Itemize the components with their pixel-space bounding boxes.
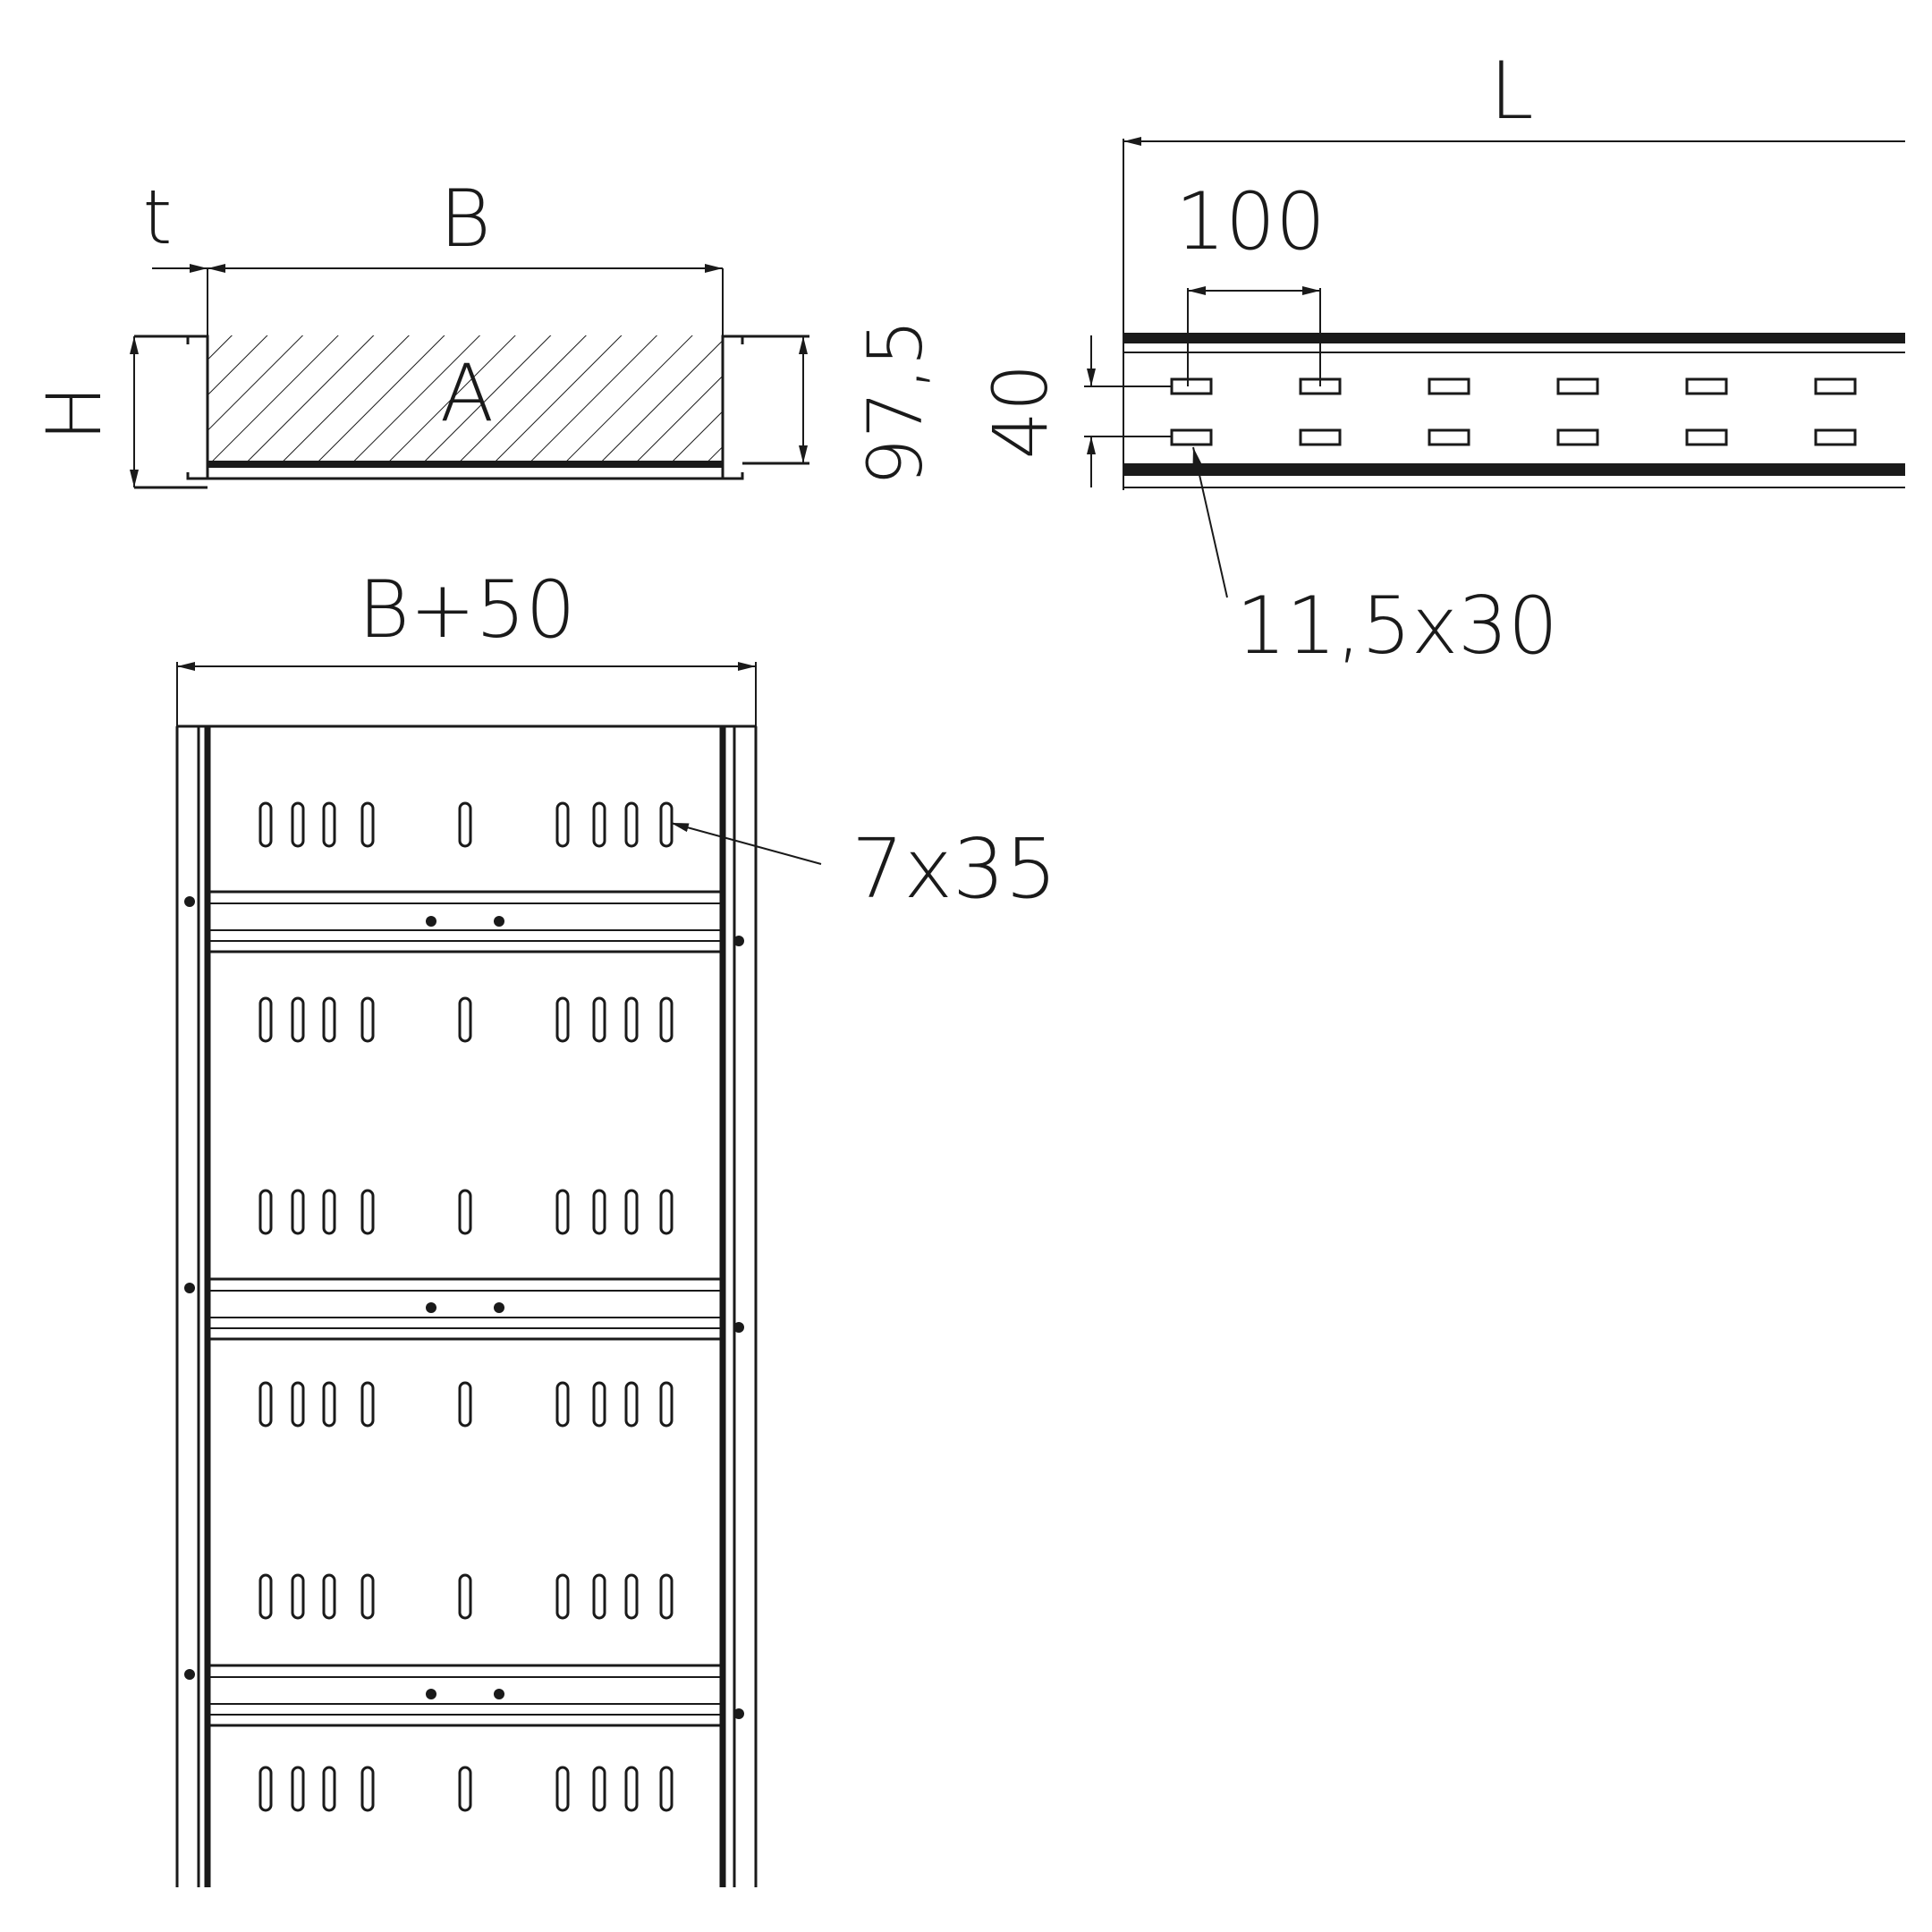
base-slot (624, 1381, 639, 1428)
base-slot (592, 1573, 606, 1620)
base-slot (458, 1573, 472, 1620)
base-slot (555, 996, 570, 1043)
base-slot (624, 1766, 639, 1812)
label-l: L (1489, 45, 1533, 137)
label-b-plus-50: B+50 (358, 564, 575, 656)
side-view: L 100 40 (977, 45, 1905, 672)
base-slot (291, 1573, 305, 1620)
base-slot (592, 1381, 606, 1428)
base-slot-rows (258, 801, 674, 1812)
base-slot (624, 1189, 639, 1235)
leader-side-slot (1192, 446, 1228, 598)
base-slot (458, 1766, 472, 1812)
base-slot (592, 1766, 606, 1812)
slot-row-1 (258, 801, 674, 848)
base-slot (458, 1189, 472, 1235)
side-bottom-flange (1123, 463, 1905, 476)
left-side-wall (186, 335, 209, 480)
base-slot (592, 1189, 606, 1235)
base-slot (624, 1573, 639, 1620)
base-slot (322, 1381, 336, 1428)
base-slot (258, 996, 273, 1043)
base-slot (659, 996, 674, 1043)
base-slot (360, 996, 375, 1043)
base-slot (458, 801, 472, 848)
side-top-flange (1123, 333, 1905, 343)
right-rail (719, 726, 758, 1887)
base-slot (291, 1189, 305, 1235)
base-slot (322, 1189, 336, 1235)
slot-row-3 (258, 1189, 674, 1235)
base-slot (360, 801, 375, 848)
base-slot (322, 801, 336, 848)
base-slot (322, 1766, 336, 1812)
side-slot-row-top (1170, 377, 1857, 395)
base-slot (555, 1381, 570, 1428)
base-slot (322, 1573, 336, 1620)
base-slot (624, 801, 639, 848)
top-view: B+50 (175, 564, 1057, 1887)
tray-base (208, 461, 723, 468)
label-base-slot: 7x35 (852, 821, 1057, 917)
base-slot (458, 1381, 472, 1428)
base-slot (322, 996, 336, 1043)
base-slot (291, 801, 305, 848)
base-slot (592, 801, 606, 848)
cross-rib-3 (184, 1664, 744, 1727)
slot-row-2 (258, 996, 674, 1043)
base-slot (555, 1189, 570, 1235)
base-slot (555, 1573, 570, 1620)
base-slot (555, 801, 570, 848)
slot-row-4 (258, 1381, 674, 1428)
base-slot (659, 1381, 674, 1428)
right-side-wall (721, 335, 744, 480)
base-slot (291, 996, 305, 1043)
slot-row-5 (258, 1573, 674, 1620)
base-slot (360, 1573, 375, 1620)
cross-rib-2 (184, 1277, 744, 1341)
base-slot (258, 1381, 273, 1428)
leader-base-slot (670, 822, 822, 865)
base-slot (258, 1766, 273, 1812)
label-side-slot: 11,5x30 (1236, 580, 1558, 672)
base-slot (555, 1766, 570, 1812)
base-slot (659, 801, 674, 848)
slot-row-6 (258, 1766, 674, 1812)
base-slot (592, 996, 606, 1043)
base-slot (659, 1189, 674, 1235)
label-b: B (439, 173, 491, 265)
base-slot (659, 1573, 674, 1620)
label-97-5: 97,5 (852, 318, 939, 486)
label-t: t (143, 174, 173, 261)
cross-section-area (208, 335, 723, 461)
base-slot (291, 1381, 305, 1428)
base-slot (258, 801, 273, 848)
base-slot (360, 1189, 375, 1235)
base-slot (458, 996, 472, 1043)
base-slot (258, 1573, 273, 1620)
label-h: H (30, 385, 118, 441)
side-slot-row-bottom (1170, 428, 1857, 446)
label-a: A (440, 347, 494, 439)
left-rail (175, 726, 211, 1887)
cross-section-view: B t A H 97,5 (30, 173, 939, 489)
label-100: 100 (1175, 175, 1326, 267)
base-slot (659, 1766, 674, 1812)
label-40: 40 (977, 364, 1064, 460)
base-slot (360, 1766, 375, 1812)
base-slot (291, 1766, 305, 1812)
cross-rib-1 (184, 890, 744, 953)
base-slot (624, 996, 639, 1043)
base-slot (360, 1381, 375, 1428)
base-slot (258, 1189, 273, 1235)
